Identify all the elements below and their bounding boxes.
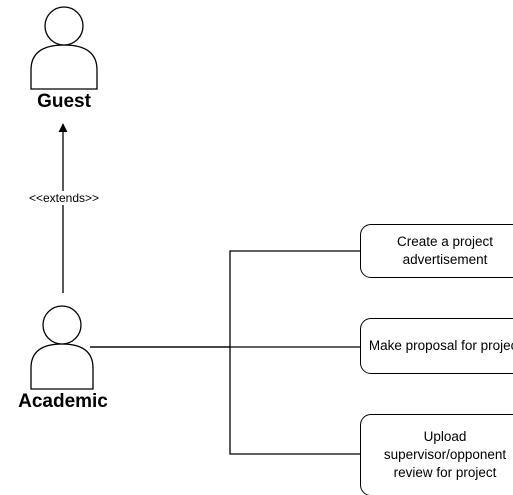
use-case-upload-label: Upload supervisor/opponent review for pr…	[383, 429, 507, 480]
use-case-proposal-label: Make proposal for project	[368, 338, 513, 353]
use-case-create-label: Create a project advertisement	[396, 234, 494, 267]
guest-actor-icon	[30, 6, 98, 90]
use-case-create-advertisement[interactable]: Create a project advertisement	[360, 224, 513, 278]
academic-actor-label: Academic	[18, 391, 108, 412]
academic-actor-body	[30, 343, 94, 390]
academic-actor-head	[42, 305, 82, 345]
association-branch-upload	[229, 347, 362, 455]
guest-actor-label: Guest	[37, 91, 91, 112]
use-case-upload-review[interactable]: Upload supervisor/opponent review for pr…	[360, 414, 513, 495]
academic-actor-icon	[30, 305, 94, 390]
use-case-make-proposal[interactable]: Make proposal for project	[360, 318, 513, 374]
guest-actor-head	[44, 6, 84, 46]
extends-relationship-label: <<extends>>	[12, 191, 116, 205]
guest-actor-body	[30, 44, 98, 90]
association-branch-create	[90, 250, 362, 348]
